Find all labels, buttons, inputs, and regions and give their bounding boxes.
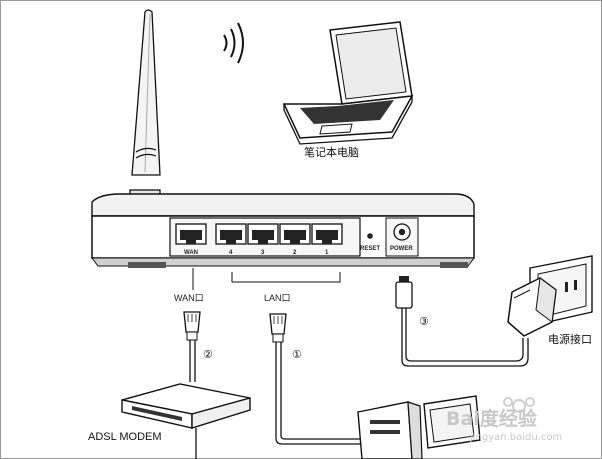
adsl-modem-icon: [121, 383, 251, 429]
port-label-lan-1: 1: [325, 250, 329, 256]
laptop-icon: [282, 21, 414, 145]
step-1-marker: ①: [292, 349, 302, 361]
desktop-computer-icon: [357, 395, 481, 459]
port-label-power: POWER: [390, 246, 413, 252]
lan-cable-plug-icon: [269, 313, 287, 343]
power-cable: [401, 308, 529, 367]
power-jack-icon: [393, 223, 411, 241]
port-label-reset: RESET: [360, 246, 380, 252]
wifi-signal-icon: [223, 22, 244, 64]
baidu-jingyan-watermark: Bai度经验 jingyan.baidu.com: [446, 397, 562, 443]
reset-button-icon: [367, 233, 373, 239]
lan-port-2-socket: [279, 223, 311, 245]
wan-port-socket: [175, 223, 207, 245]
power-plug-icon: [395, 276, 413, 309]
lan-port-4-socket: [215, 223, 247, 245]
watermark-brand: Bai度经验: [446, 407, 538, 430]
adsl-modem-label: ADSL MODEM: [88, 431, 162, 443]
watermark-url: jingyan.baidu.com: [469, 432, 562, 443]
port-label-lan-2: 2: [293, 250, 297, 256]
step-3-marker: ③: [419, 316, 429, 328]
lan-bracket: [231, 272, 341, 283]
lan-cable: [275, 342, 368, 445]
wan-port-label: WAN口: [174, 293, 204, 303]
wan-cable: [189, 340, 196, 382]
port-label-wan: WAN: [184, 250, 198, 256]
step-2-marker: ②: [203, 349, 213, 361]
power-adapter-icon: [507, 277, 557, 337]
port-label-lan-4: 4: [229, 250, 233, 256]
lan-port-label: LAN口: [264, 293, 291, 303]
lan-port-3-socket: [247, 223, 279, 245]
laptop-label: 笔记本电脑: [304, 145, 359, 159]
lan-port-1-socket: [311, 223, 343, 245]
power-socket-label: 电源接口: [548, 332, 592, 346]
port-label-lan-3: 3: [261, 250, 265, 256]
wan-cable-plug-icon: [183, 311, 201, 341]
